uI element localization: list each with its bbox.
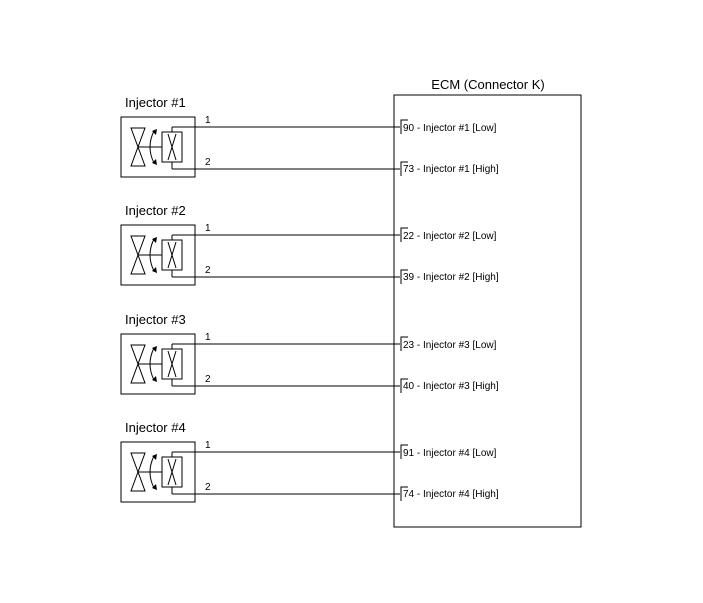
ecm-terminal <box>400 336 408 351</box>
ecm-pin-label: 39 - Injector #2 [High] <box>403 272 499 283</box>
ecm-terminal <box>400 269 408 284</box>
ecm-pin-label: 40 - Injector #3 [High] <box>403 381 499 392</box>
ecm-terminal <box>400 227 408 242</box>
injector-pin-1: 1 <box>205 332 211 343</box>
injector-title: Injector #1 <box>125 95 186 110</box>
motion-arrow-icon <box>149 454 157 490</box>
injector-box <box>120 116 196 178</box>
injector-box <box>120 441 196 503</box>
injector-pin-2: 2 <box>205 157 211 168</box>
motion-arrow-icon <box>149 129 157 165</box>
valve-icon <box>130 344 162 384</box>
valve-icon <box>130 127 162 167</box>
injector-title: Injector #3 <box>125 312 186 327</box>
injector-2: Injector #2 1 2 22 - Injector #2 [Low] 3… <box>120 203 499 286</box>
ecm-terminal <box>400 161 408 176</box>
injector-box <box>120 333 196 395</box>
ecm-pin-label: 74 - Injector #4 [High] <box>403 489 499 500</box>
ecm-title: ECM (Connector K) <box>431 77 544 92</box>
solenoid-coil-icon <box>161 235 183 277</box>
ecm-pin-label: 91 - Injector #4 [Low] <box>403 448 497 459</box>
injector-pin-1: 1 <box>205 115 211 126</box>
injector-pin-2: 2 <box>205 482 211 493</box>
valve-icon <box>130 235 162 275</box>
ecm-connector: ECM (Connector K) <box>393 77 582 528</box>
injector-3: Injector #3 1 2 23 - Injector #3 [Low] 4… <box>120 312 499 395</box>
motion-arrow-icon <box>149 346 157 382</box>
ecm-terminal <box>400 119 408 134</box>
solenoid-coil-icon <box>161 344 183 386</box>
ecm-box <box>393 94 582 528</box>
injector-pin-2: 2 <box>205 374 211 385</box>
injector-title: Injector #2 <box>125 203 186 218</box>
injector-4: Injector #4 1 2 91 - Injector #4 [Low] 7… <box>120 420 499 503</box>
solenoid-coil-icon <box>161 127 183 169</box>
ecm-terminal <box>400 444 408 459</box>
ecm-pin-label: 90 - Injector #1 [Low] <box>403 123 497 134</box>
motion-arrow-icon <box>149 237 157 273</box>
valve-icon <box>130 452 162 492</box>
ecm-terminal <box>400 486 408 501</box>
injector-box <box>120 224 196 286</box>
injector-pin-2: 2 <box>205 265 211 276</box>
injector-pin-1: 1 <box>205 440 211 451</box>
solenoid-coil-icon <box>161 452 183 494</box>
injector-1: Injector #1 1 2 90 - Injector #1 [Low] 7… <box>120 95 499 178</box>
ecm-terminal <box>400 378 408 393</box>
ecm-pin-label: 73 - Injector #1 [High] <box>403 164 499 175</box>
ecm-pin-label: 23 - Injector #3 [Low] <box>403 340 497 351</box>
injector-pin-1: 1 <box>205 223 211 234</box>
ecm-pin-label: 22 - Injector #2 [Low] <box>403 231 497 242</box>
injector-title: Injector #4 <box>125 420 186 435</box>
